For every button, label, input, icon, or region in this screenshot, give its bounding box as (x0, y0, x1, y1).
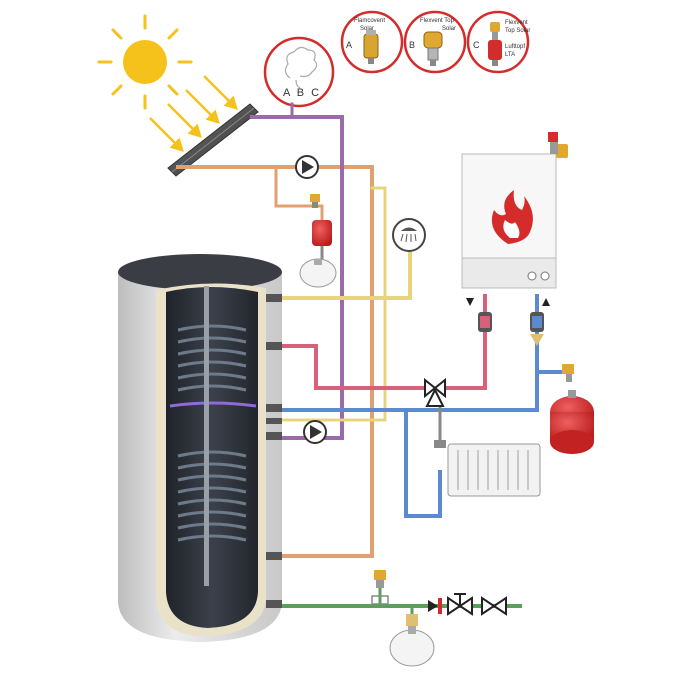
air-pot-icon (488, 22, 502, 66)
check-valve-icon (428, 598, 442, 614)
anode-rod (204, 286, 209, 586)
solar-pump-icon (295, 155, 319, 179)
hot-water-pipe (278, 236, 412, 300)
tank-lid (118, 254, 282, 290)
circulation-pump-icon (303, 420, 327, 444)
hot-water-circulation (278, 186, 387, 422)
air-vent-icon (423, 31, 443, 66)
radiator-icon (434, 440, 541, 497)
boiler-return-filter-icon (530, 312, 544, 346)
solar-safety-valve-icon (310, 194, 320, 208)
callout-c-name-line2: Top Solar (505, 28, 530, 34)
callout-b-name-line1: Flexvent Top (420, 18, 455, 24)
callout-a-name-line1: Flamcovent (354, 18, 385, 24)
flame-icon (491, 190, 533, 244)
heating-flow-pipe (278, 344, 429, 390)
upper-heat-coil (177, 324, 247, 392)
heating-safety-valve-icon (562, 364, 574, 382)
callout-a-letter: A (346, 40, 352, 50)
vent-callout-abc: A B C (263, 36, 335, 108)
callout-c-name-line3: Lufttopf (505, 44, 525, 50)
callout-c-name-line1: Flexvent (505, 20, 528, 26)
callout-c: Flexvent Top Solar Lufttopf LTA C (466, 10, 530, 74)
solar-vessel-branch (274, 165, 324, 222)
sun-icon (97, 14, 238, 152)
tank-inner (166, 287, 258, 628)
cold-safety-valve-icon (371, 570, 389, 605)
radiator-return-pipe (404, 408, 442, 518)
solar-panel-icon (167, 103, 259, 177)
callout-c-letter: C (473, 40, 480, 50)
lower-heat-coil (177, 450, 247, 542)
vent-callout-label: A B C (283, 87, 321, 99)
callout-a: Flamcovent Solar A (340, 10, 404, 74)
boiler-return-pipe (278, 294, 539, 412)
callout-a-name-line2: Solar (360, 26, 374, 32)
heating-expansion-vessel-icon (550, 390, 594, 454)
callout-c-name-line4: LTA (505, 52, 515, 58)
inlet-valve-icon (481, 596, 507, 616)
boiler-flow-pipe (441, 294, 487, 390)
shower-icon (392, 218, 426, 252)
boiler-flow-filter-icon (478, 312, 492, 332)
three-way-valve-icon (424, 377, 446, 407)
solar-expansion-vessel-icon (299, 220, 337, 288)
callout-b: Flexvent Top Solar B (403, 10, 467, 74)
tank-connections (266, 294, 282, 608)
callout-b-name-line2: Solar (442, 26, 456, 32)
air-separator-icon (363, 30, 379, 64)
callout-b-letter: B (409, 40, 415, 50)
shutoff-valve-icon (447, 593, 473, 616)
boiler-safety-valve-icon (548, 132, 568, 158)
steam-icon (284, 46, 318, 89)
boiler (461, 132, 568, 306)
storage-tank (118, 254, 282, 642)
cold-expansion-vessel-icon (389, 614, 435, 667)
